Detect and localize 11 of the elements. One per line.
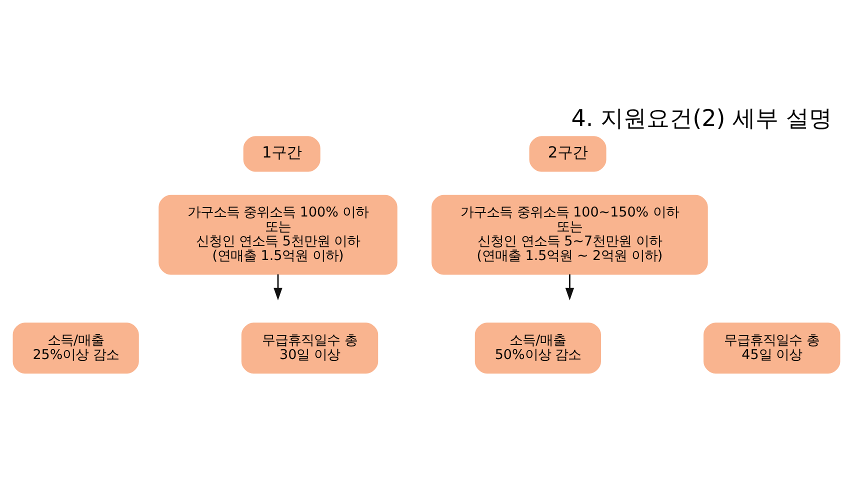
diagram-title: 4. 지원요건(2) 세부 설명 <box>571 106 832 132</box>
node-box: 소득/매출 50%이상 감소 <box>474 322 601 374</box>
node-box: 무급휴직일수 총 30일 이상 <box>241 322 378 374</box>
node-box: 가구소득 중위소득 100% 이하 또는 신청인 연소득 5천만원 이하 (연매출 1.5억원 이하) <box>158 194 398 275</box>
node-box: 2구간 <box>529 136 606 172</box>
node-box: 가구소득 중위소득 100~150% 이하 또는 신청인 연소득 5~7천만원 이하 (연매출 1.5억원 ~ 2억원 이하) <box>432 194 708 275</box>
node-box: 무급휴직일수 총 45일 이상 <box>704 322 840 374</box>
arrow <box>565 274 574 300</box>
node-box: 1구간 <box>243 136 320 172</box>
node-box: 소득/매출 25%이상 감소 <box>12 322 139 374</box>
arrow <box>274 274 282 300</box>
